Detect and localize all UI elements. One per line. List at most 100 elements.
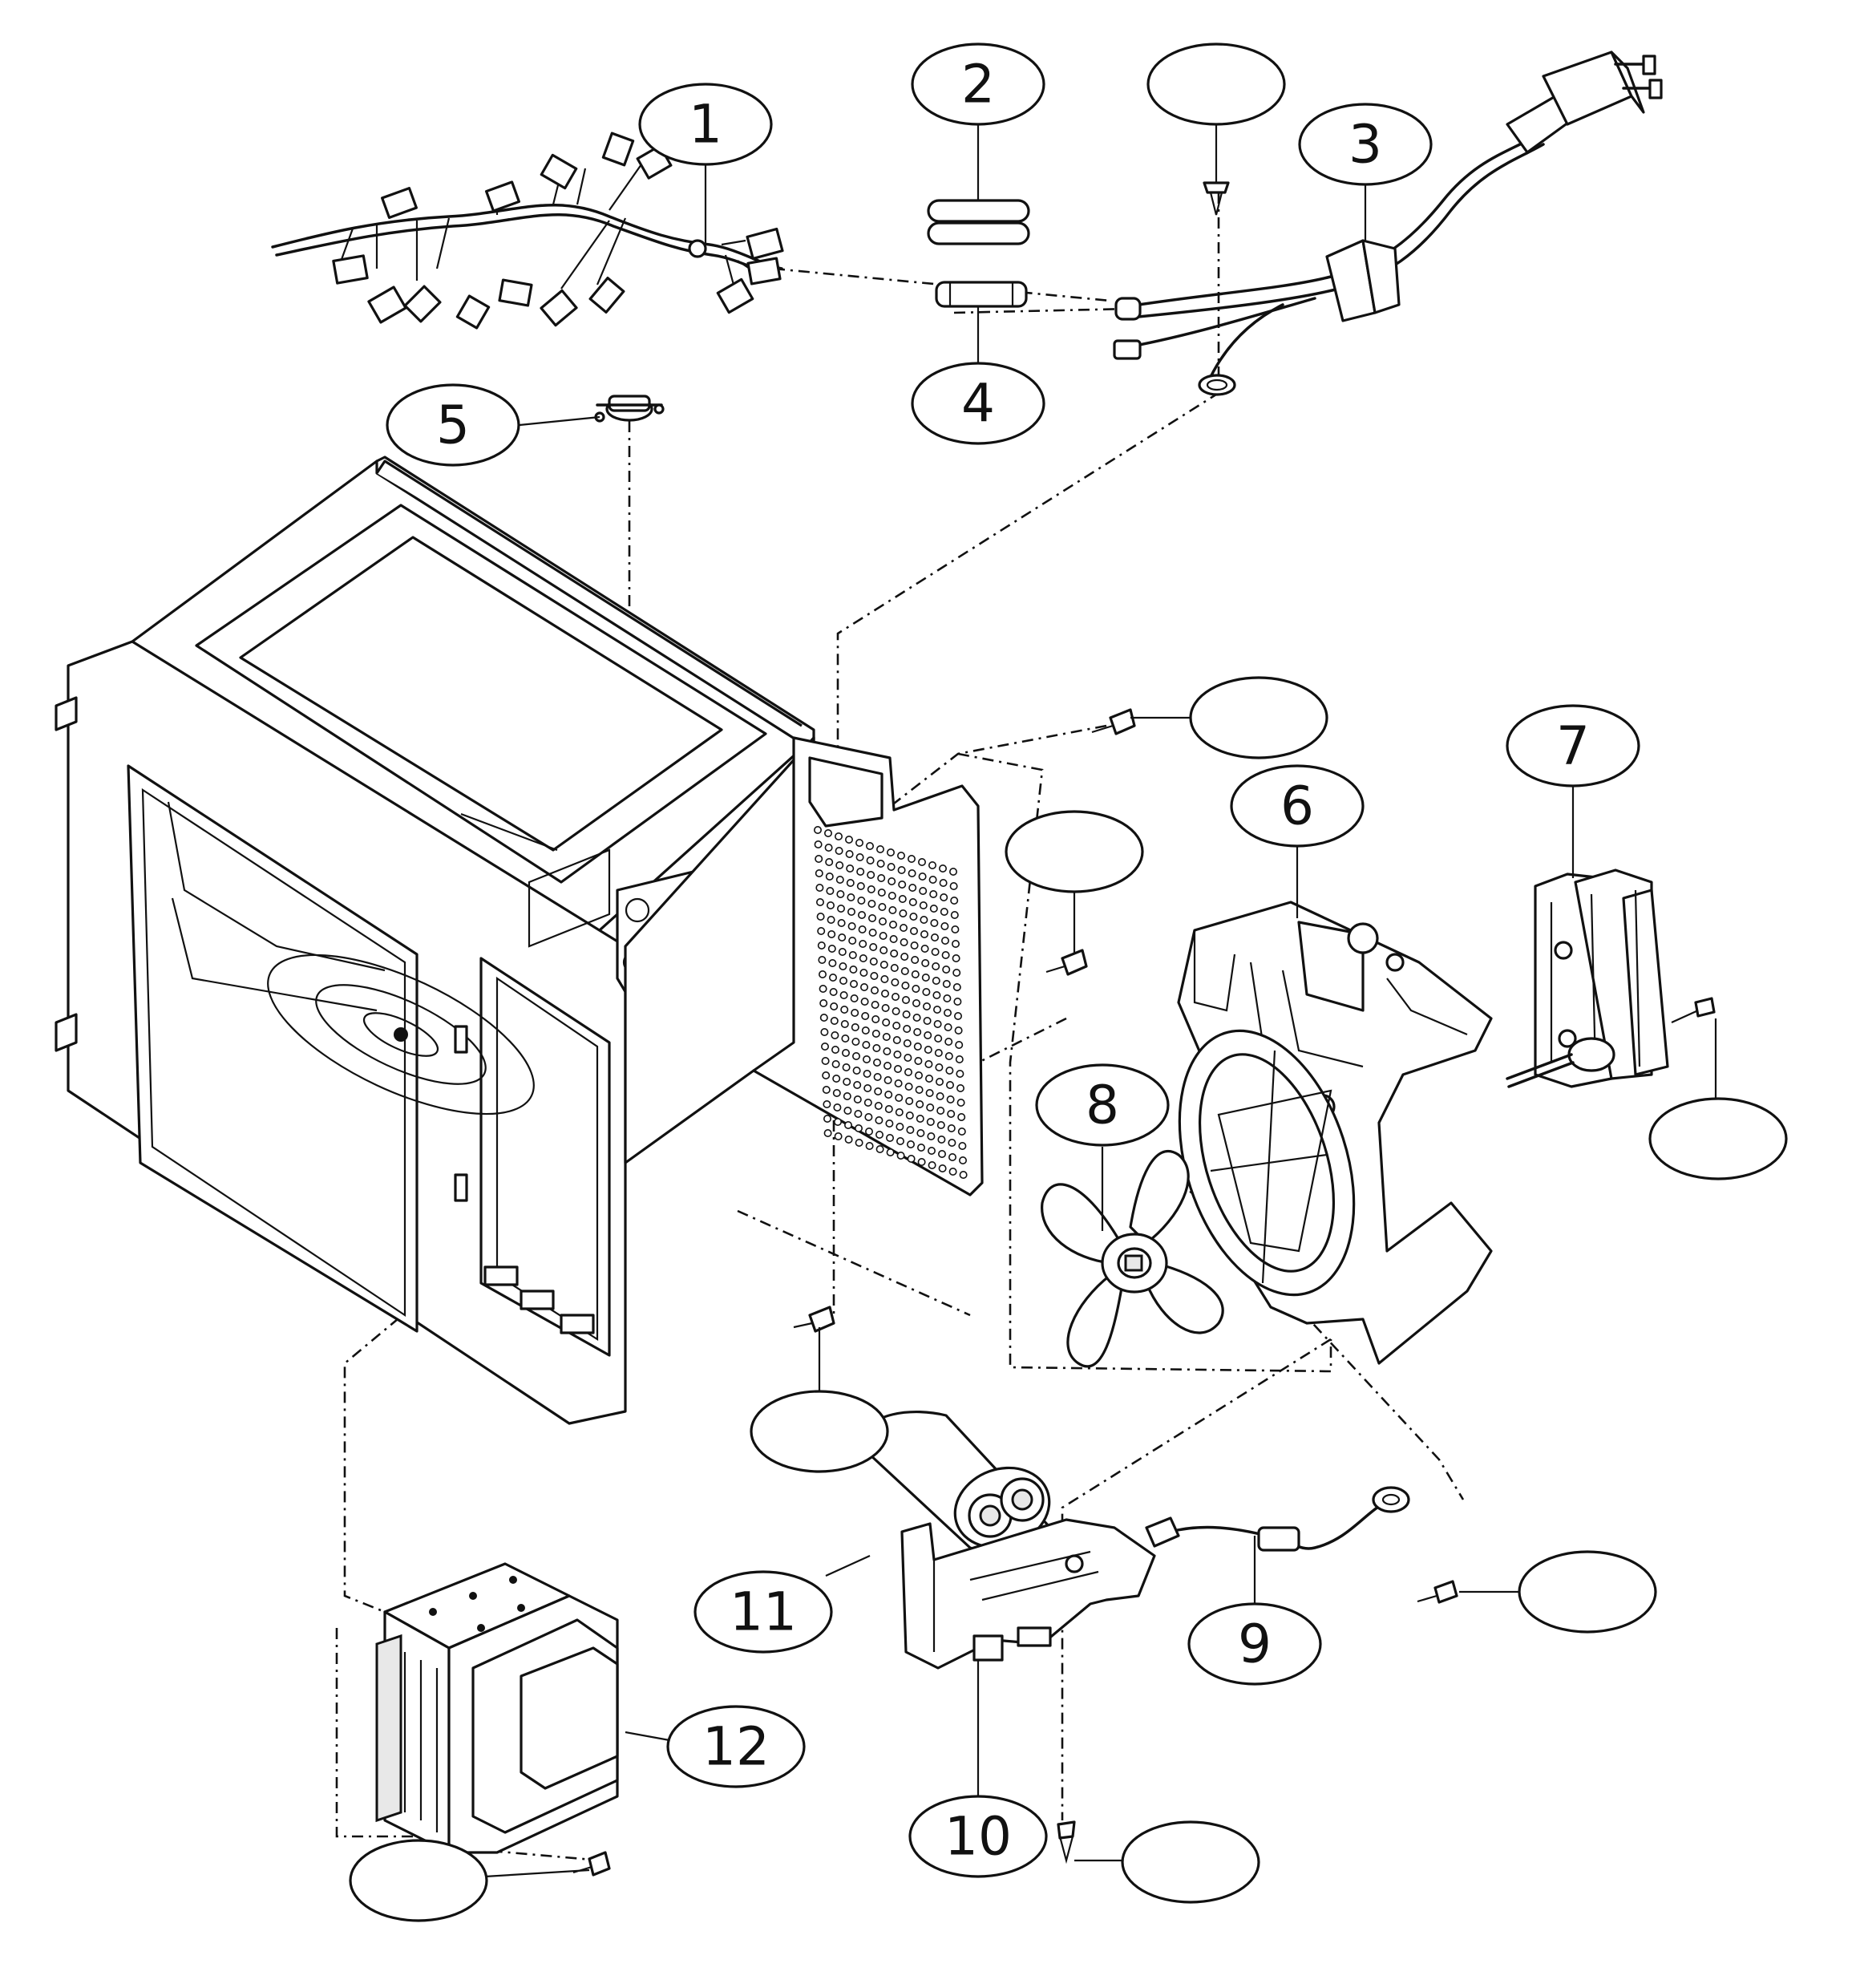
- vent-hole: [957, 1128, 966, 1136]
- vent-hole: [959, 1171, 968, 1180]
- callout-label: 6: [1280, 775, 1314, 837]
- vent-hole: [869, 958, 878, 966]
- vent-hole: [888, 892, 896, 901]
- vent-hole: [827, 930, 836, 939]
- fan-motor: [1506, 868, 1669, 1088]
- vent-hole: [853, 1095, 862, 1104]
- vent-hole: [917, 1158, 926, 1167]
- callout-label: 11: [730, 1581, 797, 1643]
- vent-hole: [881, 990, 890, 998]
- vent-hole: [892, 1022, 901, 1030]
- vent-hole: [817, 941, 826, 950]
- vent-hole: [868, 929, 877, 937]
- vent-hole: [819, 1014, 828, 1022]
- vent-hole: [873, 1073, 882, 1082]
- vent-hole: [816, 913, 825, 921]
- vent-hole: [887, 848, 896, 857]
- blank-balloon-bracket-screw: [1121, 1820, 1260, 1904]
- vent-hole: [896, 1137, 905, 1146]
- blank-balloon-cord-screw: [1146, 43, 1286, 126]
- blank-balloon-cavity-screw: [750, 1390, 889, 1473]
- vent-hole: [957, 1113, 966, 1122]
- vent-hole: [896, 1152, 905, 1160]
- vent-hole: [817, 927, 826, 936]
- vent-hole: [955, 1041, 964, 1050]
- vent-hole: [882, 1033, 891, 1042]
- vent-hole: [954, 1026, 963, 1035]
- vent-hole: [827, 916, 835, 925]
- capacitor-bracket: [900, 1518, 1156, 1670]
- callout-label: 7: [1556, 715, 1590, 777]
- vent-hole: [949, 882, 958, 891]
- vent-hole: [855, 839, 864, 848]
- vent-hole: [922, 988, 931, 997]
- vent-hole: [863, 1055, 871, 1064]
- vent-hole: [924, 1046, 932, 1055]
- callout-balloon-9: 9: [1187, 1602, 1322, 1686]
- vent-hole: [823, 1100, 831, 1109]
- vent-hole: [842, 1049, 851, 1058]
- vent-hole: [903, 1039, 912, 1048]
- vent-hole: [871, 1015, 880, 1024]
- vent-hole: [928, 1147, 936, 1156]
- vent-hole: [846, 864, 855, 873]
- vent-hole: [948, 1153, 957, 1162]
- vent-screw-mid: [1045, 949, 1088, 976]
- blank-balloon-motor-screw: [1648, 1097, 1788, 1180]
- vent-hole: [933, 1006, 942, 1014]
- fan-bracket: [1177, 901, 1493, 1365]
- vent-hole: [867, 871, 875, 880]
- vent-hole: [831, 1031, 839, 1040]
- vent-hole: [924, 1031, 932, 1040]
- vent-hole: [880, 975, 889, 984]
- bracket-screw: [1057, 1820, 1076, 1865]
- vent-hole: [866, 842, 875, 851]
- vent-hole: [835, 876, 844, 885]
- vent-hole: [884, 1105, 893, 1114]
- vent-hole: [900, 924, 908, 933]
- vent-hole: [847, 908, 856, 917]
- vent-hole: [951, 925, 960, 934]
- vent-hole: [839, 977, 848, 986]
- vent-hole: [885, 1120, 894, 1128]
- vent-hole: [875, 1116, 884, 1125]
- vent-hole: [844, 1121, 853, 1130]
- vent-hole: [837, 919, 846, 928]
- vent-hole: [854, 1110, 863, 1119]
- vent-hole: [886, 1148, 895, 1157]
- vent-hole: [908, 898, 917, 907]
- vent-hole: [874, 1102, 883, 1111]
- vent-hole: [813, 826, 822, 835]
- vent-hole: [871, 986, 879, 995]
- vent-hole: [884, 1076, 892, 1085]
- vent-hole: [819, 999, 828, 1008]
- vent-hole: [894, 1079, 903, 1088]
- vent-hole: [883, 1047, 892, 1056]
- callout-balloon-6: 6: [1230, 764, 1365, 848]
- vent-hole: [939, 864, 948, 873]
- vent-hole: [896, 1123, 904, 1132]
- vent-hole: [940, 893, 948, 902]
- vent-hole: [886, 1134, 895, 1143]
- vent-hole: [892, 993, 900, 1002]
- vent-hole: [871, 1030, 880, 1039]
- vent-hole: [942, 966, 951, 974]
- blank-balloon-ground-screw: [1518, 1550, 1657, 1634]
- vent-hole: [828, 959, 837, 968]
- vent-hole: [814, 840, 823, 849]
- vent-hole: [872, 1044, 881, 1053]
- vent-hole: [859, 954, 867, 963]
- vent-hole: [907, 1155, 916, 1164]
- vent-hole: [829, 988, 838, 997]
- vent-hole: [939, 879, 948, 888]
- vent-hole: [948, 1139, 956, 1148]
- callout-balloon-1: 1: [638, 83, 773, 166]
- vent-hole: [851, 1038, 860, 1047]
- vent-hole: [867, 900, 876, 909]
- vent-hole: [947, 1124, 956, 1133]
- vent-hole: [902, 996, 911, 1005]
- vent-hole: [856, 868, 865, 877]
- vent-hole: [840, 1020, 849, 1029]
- vent-hole: [950, 911, 959, 920]
- vent-hole: [834, 1132, 843, 1141]
